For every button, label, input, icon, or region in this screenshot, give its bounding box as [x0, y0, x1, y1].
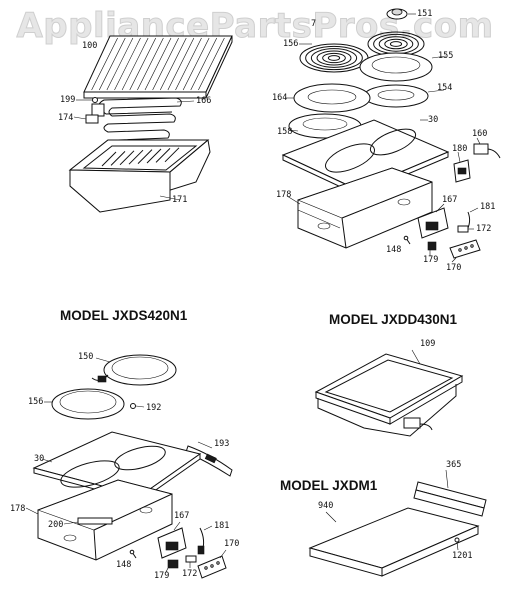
- receptacle-160: [473, 137, 501, 159]
- callout-151: 151: [417, 9, 433, 19]
- callout-199: 199: [60, 95, 76, 105]
- model-title-jxdm1: MODEL JXDM1: [280, 478, 378, 493]
- callout-148b: 148: [116, 560, 132, 570]
- clip-172b: [185, 555, 197, 568]
- callout-200: 200: [48, 520, 64, 530]
- switch-bracket-167a: [417, 203, 449, 239]
- callout-181b: 181: [214, 521, 230, 531]
- screw-199: [76, 97, 98, 103]
- callout-150: 150: [78, 352, 94, 362]
- callout-170a: 170: [446, 263, 462, 273]
- hinge-bracket-365: [413, 469, 487, 517]
- drip-bowl-155: [359, 52, 447, 82]
- callout-167b: 167: [174, 511, 190, 521]
- spacer-179b: [165, 559, 179, 573]
- callout-174: 174: [58, 113, 74, 123]
- callout-156a: 156: [283, 39, 299, 49]
- callout-193: 193: [214, 439, 230, 449]
- screw-192: [130, 403, 145, 409]
- callout-156b: 156: [28, 397, 44, 407]
- callout-172a: 172: [476, 224, 492, 234]
- terminal-block-174: [73, 114, 99, 124]
- callout-30b: 30: [34, 454, 45, 464]
- switch-170a: [449, 239, 481, 263]
- knob-151: [386, 8, 416, 20]
- callout-164: 164: [272, 93, 288, 103]
- callout-365: 365: [446, 460, 462, 470]
- callout-180: 180: [452, 144, 468, 154]
- screw-148b: [129, 549, 137, 559]
- clip-172a: [457, 225, 474, 233]
- spacer-179a: [427, 241, 437, 256]
- bracket-180: [453, 151, 471, 183]
- cooktop-box-178: [286, 167, 433, 249]
- harness-200: [63, 517, 113, 525]
- callout-192: 192: [146, 403, 162, 413]
- callout-100: 100: [82, 41, 98, 51]
- drip-bowl-164: [285, 83, 371, 113]
- coil-element-156: [299, 43, 369, 73]
- drip-pan-171: [68, 139, 211, 213]
- callout-155: 155: [438, 51, 454, 61]
- callout-148a: 148: [386, 245, 402, 255]
- grill-grate-100: [83, 35, 233, 99]
- callout-7: 7: [311, 19, 317, 29]
- drip-bowl-154: [363, 84, 445, 108]
- callout-940: 940: [318, 501, 334, 511]
- callout-172b: 172: [182, 569, 198, 579]
- griddle-109: [314, 349, 464, 437]
- switch-170b: [197, 549, 227, 579]
- solid-element-156b: [44, 388, 125, 420]
- callout-179b: 179: [154, 571, 170, 581]
- callout-179a: 179: [423, 255, 439, 265]
- screw-148a: [403, 235, 411, 245]
- callout-160: 160: [472, 129, 488, 139]
- callout-158: 158: [277, 127, 293, 137]
- callout-167a: 167: [442, 195, 458, 205]
- callout-178a: 178: [276, 190, 292, 200]
- coil-element-right: [367, 31, 425, 57]
- callout-109: 109: [420, 339, 436, 349]
- callout-30a: 30: [428, 115, 439, 125]
- callout-1201: 1201: [452, 551, 473, 561]
- model-title-jxds420n1: MODEL JXDS420N1: [60, 308, 188, 323]
- wire-181b: [197, 525, 213, 555]
- callout-170b: 170: [224, 539, 240, 549]
- switch-bracket-167b: [157, 521, 187, 559]
- solid-element-150: [91, 354, 177, 386]
- callout-166: 166: [196, 96, 212, 106]
- cover-940: [308, 507, 480, 577]
- model-title-jxdd430n1: MODEL JXDD430N1: [329, 312, 458, 327]
- callout-181a: 181: [480, 202, 496, 212]
- callout-171: 171: [172, 195, 188, 205]
- callout-154: 154: [437, 83, 453, 93]
- callout-178b: 178: [10, 504, 26, 514]
- heating-element-166: [91, 97, 195, 141]
- screw-1201: [454, 537, 460, 551]
